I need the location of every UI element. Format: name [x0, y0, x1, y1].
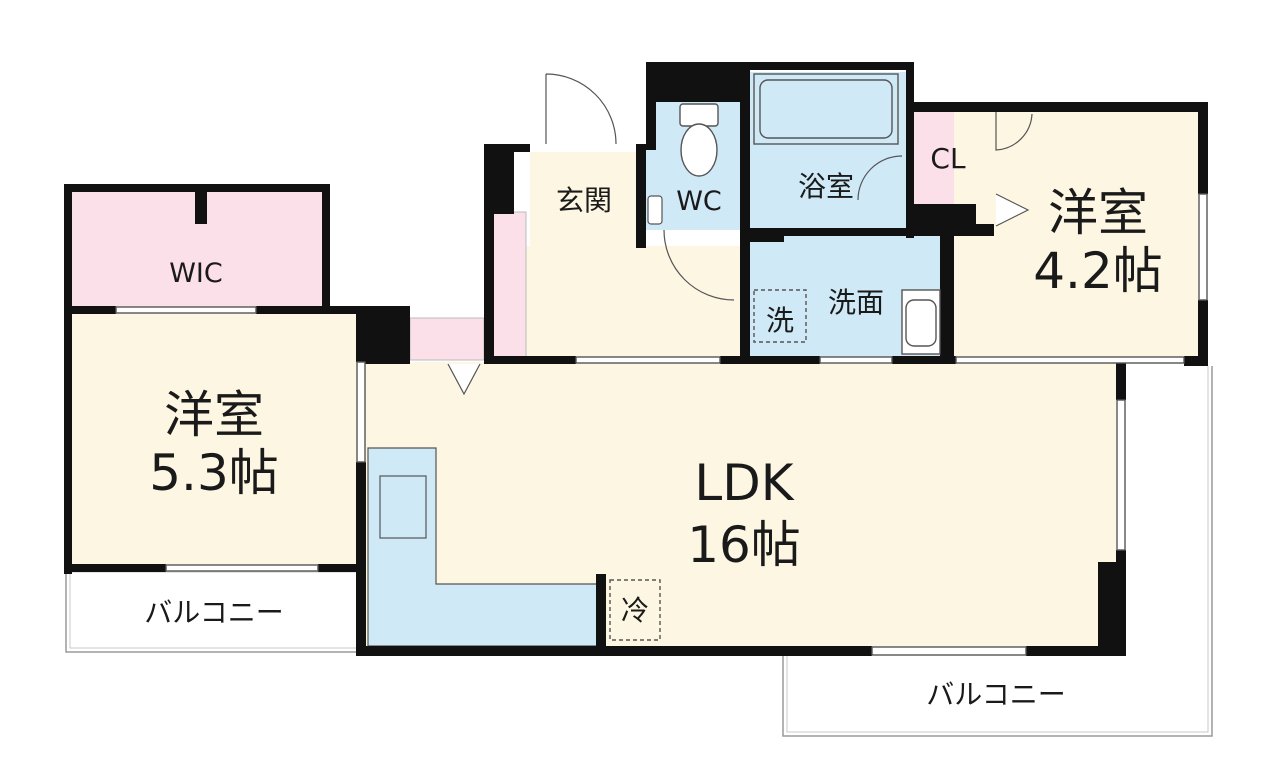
bath-door-arc: [857, 155, 903, 201]
bedroom2-name: 洋室: [1048, 184, 1148, 242]
wic-label: WIC: [169, 258, 223, 289]
balcony-left-label: バルコニー: [144, 596, 283, 629]
ldk-door-marker: [447, 363, 481, 396]
washer-space: [753, 289, 807, 343]
washer-label: 洗: [766, 304, 794, 337]
bedroom1-name: 洋室: [164, 386, 264, 444]
cl-label: CL: [930, 142, 966, 175]
genkan-label: 玄関: [556, 184, 612, 217]
wc-door-arc: [663, 229, 735, 301]
balcony-right-label: バルコニー: [926, 678, 1065, 711]
bedroom1-size: 5.3帖: [149, 444, 279, 502]
genkan-fill: [530, 152, 640, 246]
fridge-space: [609, 579, 661, 641]
windows: [115, 193, 1208, 656]
hall-fill: [526, 246, 740, 358]
ldk-name: LDK: [694, 454, 794, 512]
cl-door-arc: [995, 112, 1033, 151]
toilet-icon: [679, 103, 719, 177]
fridge-label: 冷: [621, 594, 649, 627]
sink: [379, 475, 427, 539]
bedroom2-door-marker: [995, 193, 1030, 227]
bedroom1-fill: [70, 312, 360, 568]
washroom-label: 洗面: [828, 286, 884, 319]
bath-label: 浴室: [798, 170, 854, 203]
bath-fill: [750, 72, 906, 232]
bedroom2-size: 4.2帖: [1033, 242, 1163, 300]
wc-sink-icon: [647, 195, 663, 225]
entry-door-arc: [545, 73, 617, 145]
storage-small: [409, 317, 485, 361]
shoe-storage: [489, 211, 527, 359]
wc-label: WC: [676, 186, 722, 217]
bedroom2-fill: [954, 112, 1198, 358]
bathtub: [753, 73, 899, 145]
ldk-size: 16帖: [687, 516, 801, 574]
walls: [64, 62, 1208, 656]
vanity-icon: [901, 289, 941, 355]
balcony-left: [65, 567, 365, 653]
